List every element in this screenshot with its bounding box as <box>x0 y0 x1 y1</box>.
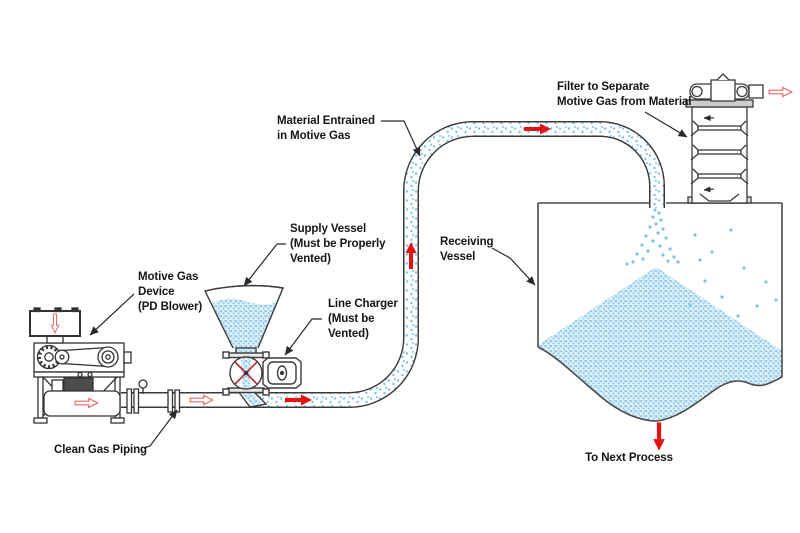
aux-box <box>51 379 64 392</box>
label-material-entrained-1: Material Entrained <box>277 115 375 127</box>
label-receiving-vessel-2: Vessel <box>440 251 475 263</box>
to-next-process-arrow <box>653 422 665 451</box>
diagram-labels: Motive Gas Device (PD Blower) Clean Gas … <box>54 81 691 464</box>
label-clean-gas-piping: Clean Gas Piping <box>54 444 147 456</box>
label-line-charger-2: (Must be <box>328 313 374 325</box>
filter-unit <box>685 73 764 204</box>
vessel-bottom-wave <box>537 346 783 422</box>
clean-gas-exit-arrow <box>768 86 793 98</box>
label-supply-vessel-2: (Must be Properly <box>290 238 386 250</box>
vessel-material-fill <box>538 267 782 421</box>
leader-motive-gas-device <box>89 293 135 336</box>
line-charger-valve <box>222 347 302 408</box>
hopper-rim <box>204 284 284 292</box>
pressure-gauge <box>138 379 148 389</box>
drive-motor-block <box>63 377 94 392</box>
intake-neck <box>46 335 64 344</box>
leader-lines <box>89 111 688 449</box>
filter-manifold-center-box <box>710 79 736 102</box>
filter-peak <box>716 73 730 81</box>
supply-vessel-hopper <box>203 284 284 349</box>
pipe-material-section <box>255 122 664 407</box>
leader-line-charger <box>284 318 322 356</box>
label-motive-gas-device-1: Motive Gas <box>138 271 198 283</box>
label-receiving-vessel-1: Receiving <box>440 236 494 248</box>
falling-material-dots <box>625 208 778 318</box>
label-filter-2: Motive Gas from Material <box>557 96 691 108</box>
label-to-next-process: To Next Process <box>585 452 673 464</box>
label-supply-vessel-1: Supply Vessel <box>290 223 366 235</box>
housing-bracket <box>123 351 132 364</box>
discharge-fittings <box>126 379 181 414</box>
leader-filter <box>644 111 688 138</box>
leader-receiving-vessel <box>491 247 536 286</box>
label-motive-gas-device-3: (PD Blower) <box>138 301 202 313</box>
label-supply-vessel-3: Vented) <box>290 253 331 265</box>
label-material-entrained-2: in Motive Gas <box>277 130 350 142</box>
label-line-charger-3: Vented) <box>328 328 369 340</box>
leader-supply-vessel <box>243 243 286 287</box>
drop-chute-material <box>241 392 262 405</box>
filter-skirt <box>699 193 740 202</box>
label-filter-1: Filter to Separate <box>557 81 649 93</box>
filter-manifold-end-left <box>691 85 703 98</box>
leader-material-entrained <box>381 120 421 157</box>
leader-clean-gas-piping <box>143 409 178 449</box>
label-line-charger-1: Line Charger <box>328 298 398 310</box>
filter-cartridges <box>690 120 749 185</box>
filter-flow-arrow-bottom <box>703 186 715 193</box>
blower-drive <box>36 344 119 370</box>
receiving-vessel <box>537 202 783 422</box>
filter-manifold-end-right <box>736 85 748 98</box>
conveying-pipe <box>121 121 665 408</box>
filter-body <box>691 106 748 204</box>
filter-outlet-stub <box>748 84 764 99</box>
label-motive-gas-device-2: Device <box>138 286 174 298</box>
